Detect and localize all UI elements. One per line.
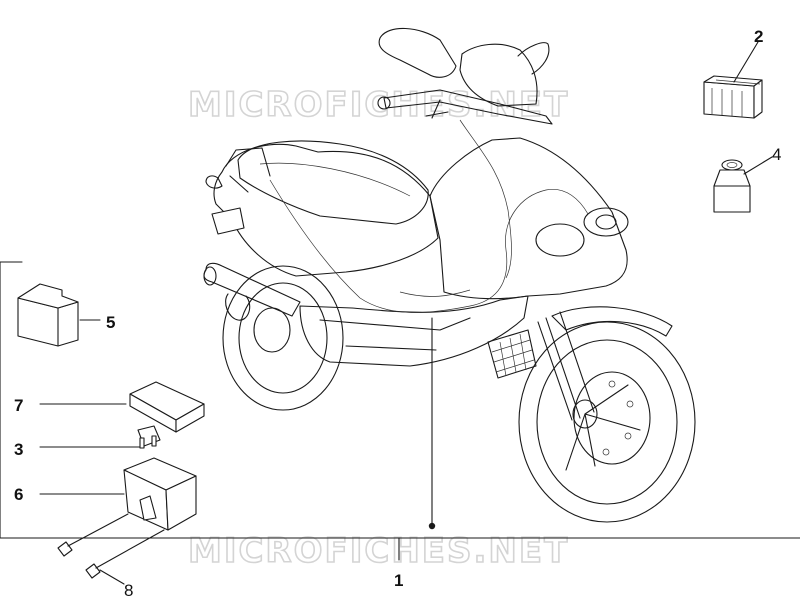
watermark-bottom: MICROFICHES.NET xyxy=(188,531,569,571)
part-2-connector xyxy=(703,75,763,119)
part-5-block xyxy=(17,283,79,347)
seat xyxy=(237,140,429,225)
front-fender xyxy=(551,306,673,337)
leader-2 xyxy=(733,41,759,83)
leader-4 xyxy=(743,156,773,175)
part-8-screws xyxy=(57,513,165,579)
scooter-illustration xyxy=(203,27,696,523)
callout-5: 5 xyxy=(106,313,115,332)
floorboard xyxy=(299,295,529,367)
callout-8: 8 xyxy=(124,581,133,600)
handlebar xyxy=(377,27,553,125)
part-7-pad xyxy=(129,381,205,433)
part-4-socket xyxy=(713,159,751,213)
wiring-harness xyxy=(269,179,589,313)
front-body xyxy=(429,137,628,300)
rear-body xyxy=(213,143,439,277)
leader-8 xyxy=(99,569,125,585)
callout-3: 3 xyxy=(14,440,23,459)
front-wheel xyxy=(518,321,696,523)
assembly-bracket xyxy=(0,261,800,561)
callout-1: 1 xyxy=(394,571,403,590)
exhaust xyxy=(203,262,301,321)
part-6-fusebox xyxy=(123,457,197,531)
tail-light xyxy=(211,207,245,235)
headlight xyxy=(535,207,629,257)
callout-2: 2 xyxy=(754,27,763,46)
leader-dot-1 xyxy=(428,522,436,530)
rear-wheel xyxy=(222,265,344,411)
part-3-fuse xyxy=(137,425,161,449)
callout-7: 7 xyxy=(14,396,23,415)
grille xyxy=(487,329,537,379)
callout-6: 6 xyxy=(14,485,23,504)
callout-4: 4 xyxy=(772,145,781,164)
front-fork xyxy=(537,311,595,421)
